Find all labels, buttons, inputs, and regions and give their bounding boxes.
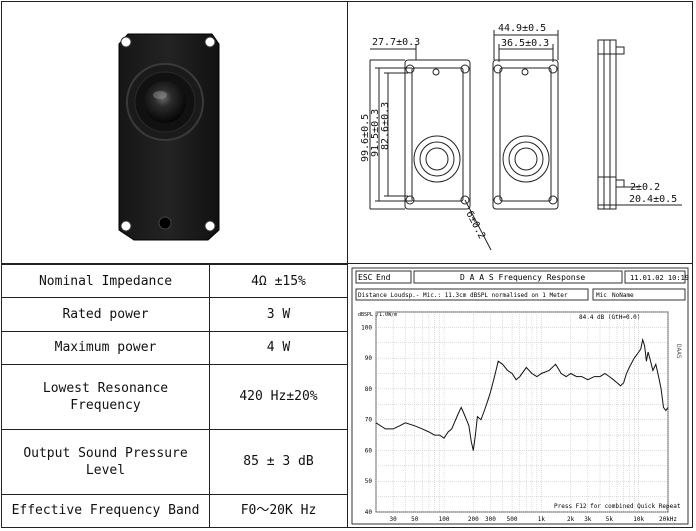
response-curve bbox=[375, 337, 669, 451]
dim-flange: 2±0.2 bbox=[630, 182, 660, 193]
rear-view bbox=[492, 59, 559, 210]
x-tick-label: 100 bbox=[439, 516, 450, 523]
horizontal-divider bbox=[1, 263, 693, 264]
brand-watermark: DAAS bbox=[675, 344, 682, 359]
front-view bbox=[404, 59, 471, 210]
y-tick-label: 40 bbox=[365, 509, 373, 516]
y-tick-label: 80 bbox=[365, 386, 373, 393]
vertical-divider bbox=[347, 1, 348, 528]
speaker-photo-cell bbox=[2, 2, 347, 263]
y-axis-label: dBSPL /1.0W/m bbox=[358, 312, 397, 318]
y-tick-label: 60 bbox=[365, 447, 373, 454]
x-tick-label: 2k bbox=[567, 516, 575, 523]
dim-height-mid: 91.5±0.3 bbox=[370, 109, 381, 157]
dim-width-hole: 27.7±0.3 bbox=[372, 37, 420, 48]
spec-value: 85 ± 3 dB bbox=[209, 428, 348, 495]
speaker-photo bbox=[118, 33, 220, 241]
y-tick-label: 100 bbox=[361, 324, 372, 331]
x-tick-label: 30 bbox=[390, 516, 398, 523]
mic-name: NoName bbox=[612, 292, 634, 299]
frequency-response-chart: ESC End D A A S Frequency Response 11.01… bbox=[351, 267, 689, 525]
x-tick-label: 20kHz bbox=[659, 516, 677, 523]
dim-width-overall: 44.9±0.5 bbox=[498, 23, 546, 34]
spec-label: Rated power bbox=[1, 297, 210, 332]
graph-date: 11.01.02 10:19 bbox=[630, 274, 689, 282]
dim-height-overall: 99.6±0.5 bbox=[360, 114, 371, 162]
spec-value: 420 Hz±20% bbox=[209, 363, 348, 430]
technical-drawing: 27.7±0.3 44.9±0.5 36.5±0.3 99.6±0.5 91.5… bbox=[360, 23, 682, 251]
spec-value: 4 W bbox=[209, 330, 348, 365]
dim-hole-diameter: 6±0.2 bbox=[463, 209, 487, 241]
spec-label: Maximum power bbox=[1, 330, 210, 365]
marker-readout: 84.4 dB (GtH=0.0) bbox=[579, 314, 640, 321]
spec-value: 4Ω ±15% bbox=[209, 263, 348, 299]
spec-value: 3 W bbox=[209, 297, 348, 332]
end-key[interactable]: End bbox=[376, 273, 391, 282]
technical-drawing-cell: 27.7±0.3 44.9±0.5 36.5±0.3 99.6±0.5 91.5… bbox=[348, 2, 693, 263]
x-tick-label: 300 bbox=[485, 516, 496, 523]
spec-label: Output Sound Pressure Level bbox=[1, 428, 210, 495]
graph-hint: Press F12 for combined Quick Repeat bbox=[554, 503, 681, 510]
dim-height-inner: 82.6±0.3 bbox=[380, 102, 391, 150]
spec-label: Nominal Impedance bbox=[1, 263, 210, 299]
x-tick-label: 5k bbox=[606, 516, 614, 523]
spec-label: Effective Frequency Band bbox=[1, 493, 210, 529]
frequency-response-cell: ESC End D A A S Frequency Response 11.01… bbox=[348, 264, 693, 528]
x-tick-label: 50 bbox=[411, 516, 419, 523]
x-tick-label: 500 bbox=[507, 516, 518, 523]
esc-key[interactable]: ESC bbox=[358, 273, 373, 282]
y-tick-label: 70 bbox=[365, 417, 373, 424]
x-tick-label: 200 bbox=[468, 516, 479, 523]
spec-value: F0～20K Hz bbox=[209, 493, 348, 529]
x-tick-label: 3k bbox=[584, 516, 592, 523]
x-tick-label: 10k bbox=[633, 516, 644, 523]
y-tick-label: 50 bbox=[365, 478, 373, 485]
spec-label: Lowest Resonance Frequency bbox=[1, 363, 210, 430]
mic-prefix: Mic bbox=[596, 292, 607, 299]
graph-info: Distance Loudsp.- Mic.: 11.3cm dBSPL nor… bbox=[358, 292, 568, 299]
graph-title: D A A S Frequency Response bbox=[460, 273, 585, 282]
side-view bbox=[597, 39, 617, 210]
dim-depth: 20.4±0.5 bbox=[629, 194, 677, 205]
y-tick-label: 90 bbox=[365, 355, 373, 362]
x-tick-label: 1k bbox=[538, 516, 546, 523]
dim-width-inner: 36.5±0.3 bbox=[501, 38, 549, 49]
